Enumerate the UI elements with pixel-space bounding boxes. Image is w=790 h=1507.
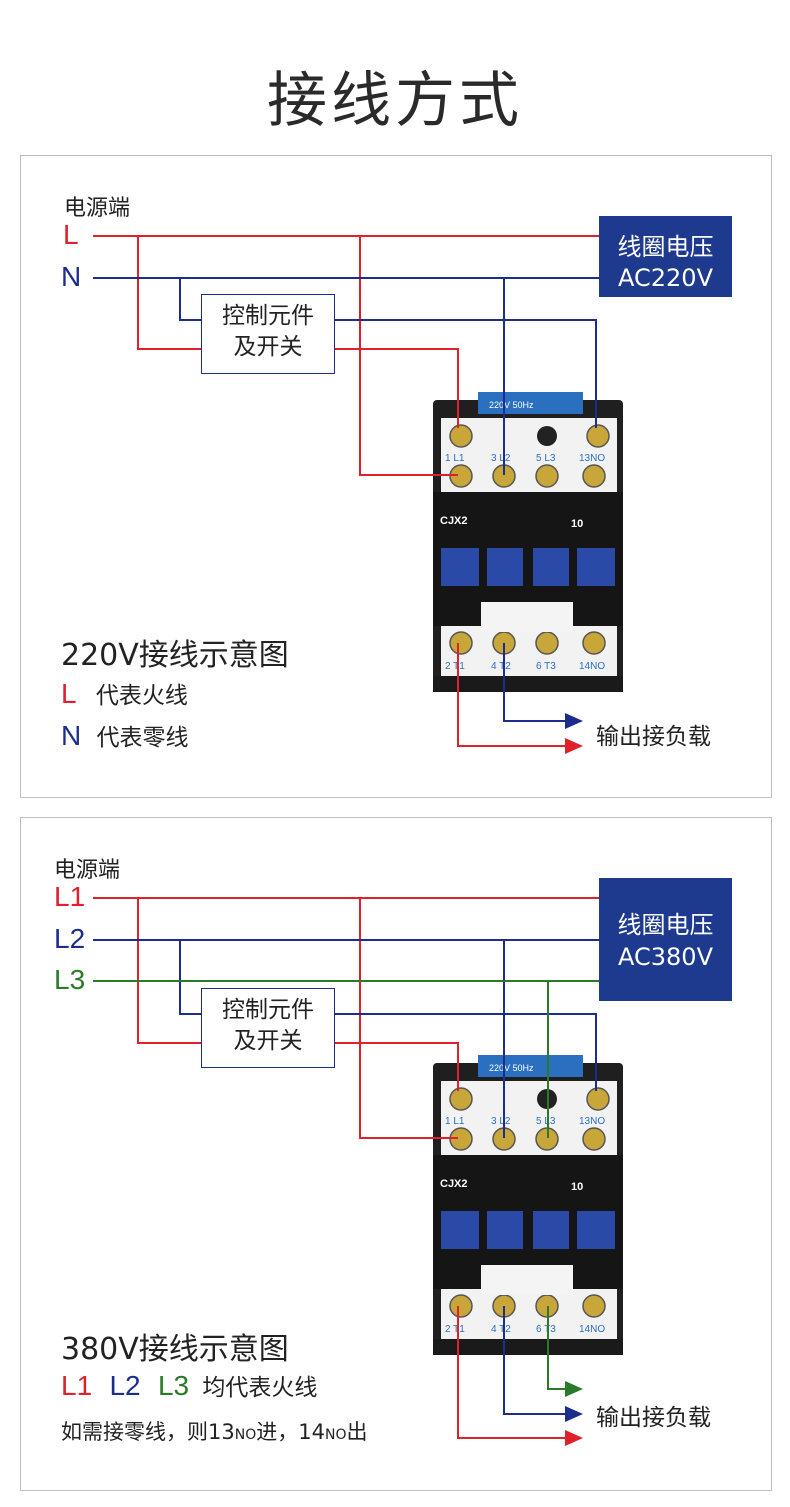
output-load-label: 输出接负载 xyxy=(596,1405,711,1431)
terminal-label-t3: 6 T3 xyxy=(536,1324,556,1335)
contactor-model: CJX2 xyxy=(440,1178,468,1190)
diagram-title-220v: 220V接线示意图 xyxy=(61,638,289,673)
neutral-note: 如需接零线，则13NO进，14NO出 xyxy=(61,1416,367,1446)
contactor-rating: 10 xyxy=(571,518,583,530)
contactor-model: CJX2 xyxy=(440,515,468,527)
control-box-line2: 及开关 xyxy=(233,1028,303,1054)
contactor-plate-text: 220V 50Hz xyxy=(489,1063,534,1073)
terminal-label-t2: 4 T2 xyxy=(491,661,511,672)
legend-live-symbol: L xyxy=(61,678,77,709)
terminal-label-l2: 3 L2 xyxy=(491,453,511,464)
control-element-box: 控制元件 及开关 xyxy=(201,294,335,374)
coil-voltage-box: 线圈电压 AC220V xyxy=(599,216,732,297)
panel-220v-diagram: 220V 50Hz CJX2 10 1 L1 3 L2 5 L3 13NO 2 … xyxy=(20,155,772,798)
source-label: 电源端 xyxy=(54,858,121,883)
panel-380v-diagram: 220V 50Hz CJX2 10 1 L1 3 L2 5 L3 13NO 2 … xyxy=(20,817,772,1491)
line-label-l3: L3 xyxy=(54,964,86,995)
control-box-line2: 及开关 xyxy=(233,334,303,360)
line-label-l1: L1 xyxy=(54,881,86,912)
legend-l1-symbol: L1 xyxy=(61,1370,93,1401)
coil-voltage-title: 线圈电压 xyxy=(617,233,714,261)
terminal-label-13no: 13NO xyxy=(579,1116,605,1127)
output-load-label: 输出接负载 xyxy=(596,724,711,750)
line-label-l: L xyxy=(63,219,79,250)
terminal-label-14no: 14NO xyxy=(579,661,605,672)
source-label: 电源端 xyxy=(64,196,131,221)
wiring-svg-380v: 220V 50Hz CJX2 10 1 L1 3 L2 5 L3 13NO 2 … xyxy=(93,897,623,1446)
note-no-2: NO xyxy=(324,1427,347,1443)
legend-l3-symbol: L3 xyxy=(157,1370,190,1401)
note-no-1: NO xyxy=(234,1427,257,1443)
terminal-label-t1: 2 T1 xyxy=(445,1324,465,1335)
wiring-svg-220v: 220V 50Hz CJX2 10 1 L1 3 L2 5 L3 13NO 2 … xyxy=(93,235,623,754)
contactor-380v xyxy=(433,1055,623,1355)
page-title: 接线方式 xyxy=(267,66,523,136)
note-suffix: 出 xyxy=(346,1420,368,1444)
live-wire-l xyxy=(93,235,599,754)
legend-live-text: 代表火线 xyxy=(95,683,188,709)
control-element-box: 控制元件 及开关 xyxy=(201,988,335,1068)
legend-neutral: N 代表零线 xyxy=(61,718,189,752)
control-box-line1: 控制元件 xyxy=(222,303,314,329)
legend-live: L 代表火线 xyxy=(61,676,188,710)
coil-voltage-value: AC380V xyxy=(618,943,713,971)
terminal-label-14no: 14NO xyxy=(579,1324,605,1335)
live-wire-l1 xyxy=(93,897,599,1446)
live-wire-l2 xyxy=(93,939,599,1422)
note-prefix: 如需接零线，则13 xyxy=(61,1420,235,1444)
terminal-label-l1: 1 L1 xyxy=(445,1116,465,1127)
terminal-label-13no: 13NO xyxy=(579,453,605,464)
line-label-l2: L2 xyxy=(54,923,86,954)
terminal-label-t1: 2 T1 xyxy=(445,661,465,672)
legend-neutral-text: 代表零线 xyxy=(96,725,189,751)
terminal-label-l1: 1 L1 xyxy=(445,453,465,464)
terminal-label-l3: 5 L3 xyxy=(536,1116,556,1127)
legend-neutral-symbol: N xyxy=(61,720,82,751)
neutral-wire-n xyxy=(93,277,599,729)
coil-voltage-title: 线圈电压 xyxy=(617,911,714,939)
contactor-rating: 10 xyxy=(571,1181,583,1193)
coil-voltage-box: 线圈电压 AC380V xyxy=(599,878,732,1001)
control-box-line1: 控制元件 xyxy=(222,997,314,1023)
terminal-label-t2: 4 T2 xyxy=(491,1324,511,1335)
coil-voltage-value: AC220V xyxy=(618,264,713,292)
contactor-plate-text: 220V 50Hz xyxy=(489,400,534,410)
terminal-label-t3: 6 T3 xyxy=(536,661,556,672)
line-label-n: N xyxy=(61,261,82,292)
diagram-title-380v: 380V接线示意图 xyxy=(61,1332,289,1367)
terminal-label-l2: 3 L2 xyxy=(491,1116,511,1127)
legend-live-lines: L1 L2 L3 均代表火线 xyxy=(61,1368,317,1402)
note-mid: 进，14 xyxy=(256,1420,325,1444)
legend-live-text: 均代表火线 xyxy=(202,1375,318,1401)
live-wire-l3 xyxy=(93,980,599,1397)
contactor-220v xyxy=(433,392,623,692)
legend-l2-symbol: L2 xyxy=(109,1370,141,1401)
terminal-label-l3: 5 L3 xyxy=(536,453,556,464)
